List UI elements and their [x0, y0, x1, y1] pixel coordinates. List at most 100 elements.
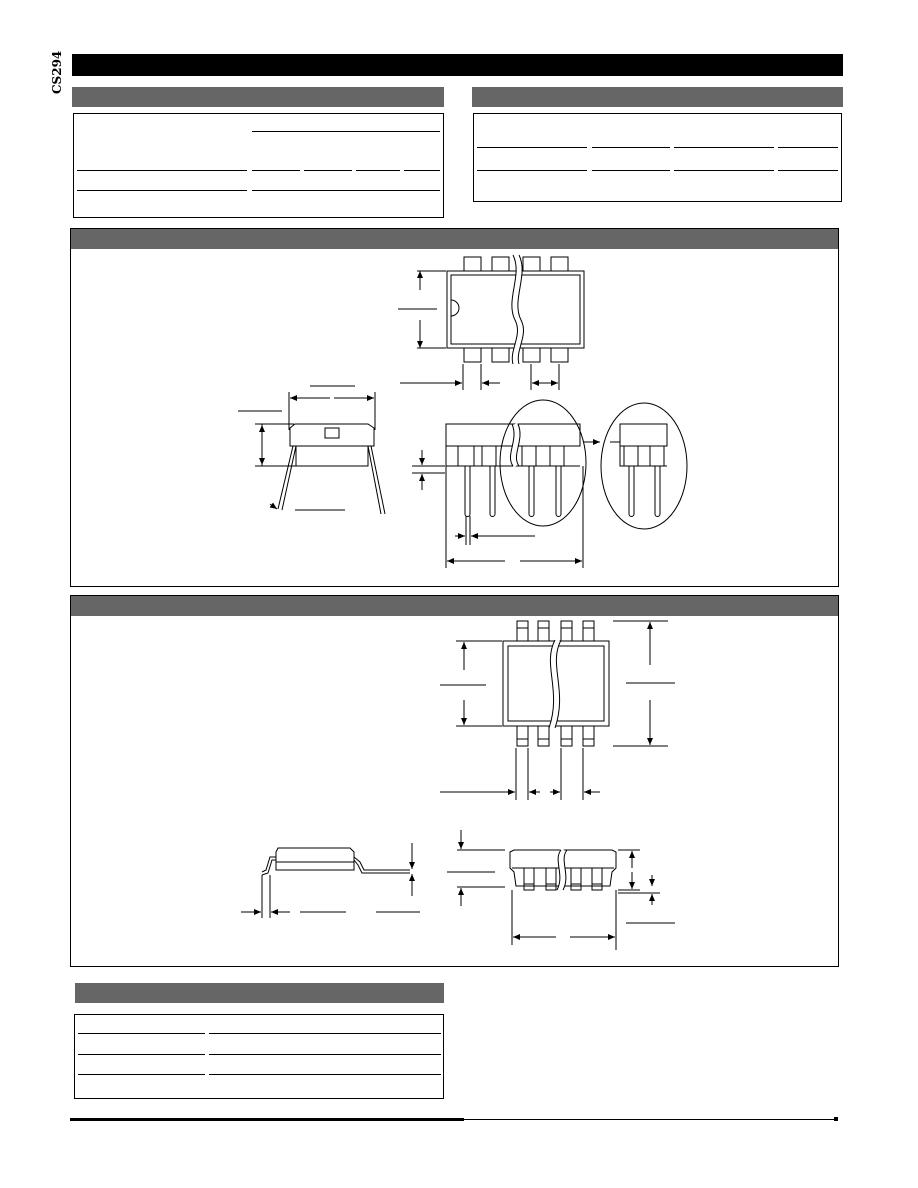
detail-body-lower	[619, 446, 667, 467]
soic-pin	[537, 620, 550, 642]
soic-end-lead	[353, 859, 410, 874]
side-lead-shoulder	[481, 445, 497, 467]
header-bar	[72, 54, 843, 76]
break-mask	[510, 423, 520, 468]
table-rule	[78, 1074, 205, 1075]
dip-pin	[522, 347, 541, 363]
table-rule	[778, 170, 838, 171]
table-top-left	[73, 113, 444, 218]
dip-pin	[463, 347, 482, 363]
dip-pin	[491, 256, 510, 272]
end-body-bottom	[295, 445, 369, 467]
soic-pin	[516, 725, 529, 747]
soic-package-panel	[70, 595, 839, 967]
detail-circle	[600, 402, 688, 530]
soic-pin	[516, 620, 529, 642]
dip-package-panel	[70, 228, 839, 587]
break-line	[509, 423, 515, 467]
section-bar-top-right	[472, 87, 843, 107]
table-rule	[78, 1033, 205, 1034]
table-rule	[209, 1033, 441, 1034]
break-mask	[549, 638, 561, 729]
dip-side-view	[412, 399, 600, 568]
lead-tip	[628, 513, 635, 517]
break-line	[515, 423, 521, 467]
soic-pin	[560, 725, 573, 747]
detail-body	[619, 423, 668, 447]
break-mask	[512, 253, 523, 365]
soic-pin	[582, 620, 595, 642]
break-line	[511, 254, 518, 365]
footer-thin-rule	[464, 1119, 836, 1120]
soic-end-lead	[261, 859, 276, 876]
table-rule	[592, 170, 670, 171]
section-bar-bottom	[75, 983, 444, 1003]
section-bar-top-left	[72, 87, 444, 107]
break-mask	[557, 848, 567, 892]
end-lead	[277, 445, 294, 510]
table-rule	[77, 190, 247, 191]
dip-end-view	[238, 385, 386, 515]
table-rule	[78, 1054, 205, 1055]
footer-tick	[834, 1117, 838, 1121]
table-rule	[477, 170, 587, 171]
section-bar-dip	[71, 229, 838, 249]
table-rule	[209, 1074, 441, 1075]
break-line	[554, 639, 562, 729]
footer-rule	[70, 1118, 464, 1121]
soic-side-lead	[570, 867, 582, 891]
dip-pin	[463, 256, 482, 272]
dip-detail-view	[600, 402, 688, 530]
table-bottom	[74, 1014, 444, 1099]
side-lead-shoulder	[521, 445, 537, 467]
soic-side-lead	[545, 867, 557, 891]
table-rule	[356, 170, 400, 171]
lead-tip	[489, 513, 496, 517]
break-line	[517, 254, 524, 365]
soic-end-lead	[261, 856, 276, 873]
dimension-arrow	[269, 502, 278, 510]
soic-pin	[537, 725, 550, 747]
side-body	[445, 423, 581, 447]
table-rule	[592, 147, 670, 148]
dip-pin	[550, 347, 569, 363]
table-rule	[252, 170, 300, 171]
dip-pin	[491, 347, 510, 363]
side-lead-shoulder	[549, 445, 565, 467]
table-rule	[304, 170, 352, 171]
soic-end-body	[275, 847, 355, 863]
table-rule	[477, 147, 587, 148]
end-tab	[324, 427, 340, 439]
soic-end-lead	[353, 856, 410, 871]
dip-pin	[550, 256, 569, 272]
soic-pin	[582, 725, 595, 747]
soic-side-lead	[591, 867, 603, 891]
detail-lead-shoulder	[649, 445, 665, 467]
section-bar-soic	[71, 596, 838, 616]
soic-top-view	[440, 620, 675, 800]
end-body-top	[289, 423, 375, 447]
break-line	[556, 849, 562, 891]
table-rule	[252, 131, 440, 132]
lead-tip	[464, 513, 471, 517]
lead-tip	[555, 513, 562, 517]
end-lead	[281, 445, 297, 511]
table-rule	[778, 147, 838, 148]
dip-notch	[450, 299, 460, 317]
soic-pin	[560, 620, 573, 642]
table-top-right	[473, 113, 842, 202]
break-line	[548, 639, 556, 729]
soic-end-view	[241, 843, 420, 918]
soic-side-body	[509, 849, 617, 887]
lead-tip	[654, 513, 661, 517]
dip-pin	[522, 256, 541, 272]
soic-side-lead	[523, 867, 535, 891]
break-line	[562, 849, 568, 891]
table-rule	[77, 170, 247, 171]
table-rule	[404, 170, 440, 171]
table-rule	[252, 190, 440, 191]
end-lead	[370, 445, 386, 515]
end-lead	[367, 445, 382, 515]
table-rule	[674, 147, 774, 148]
